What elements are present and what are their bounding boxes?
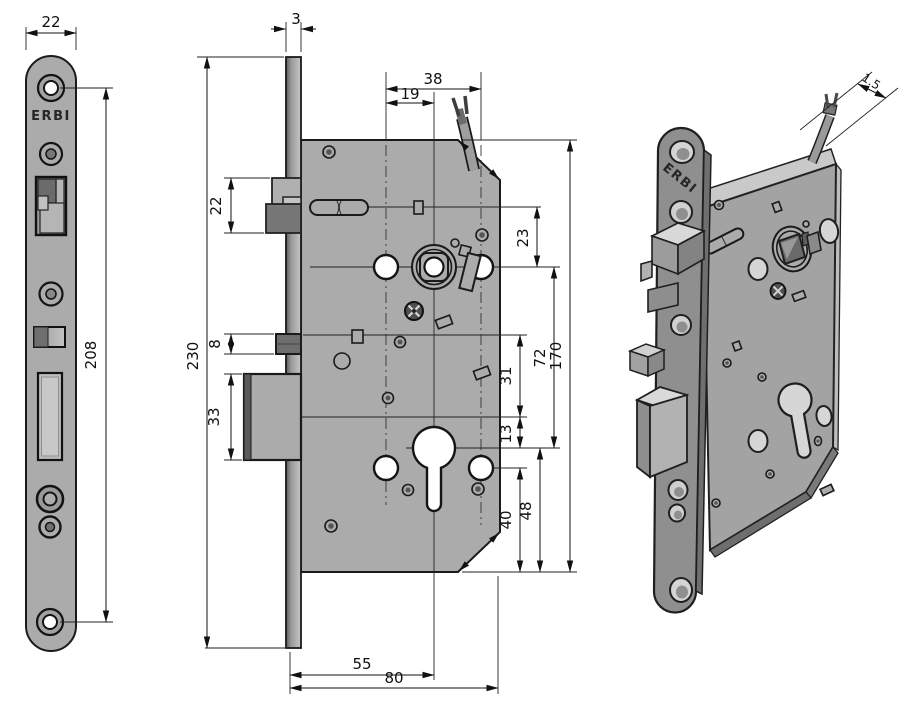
fixing-hole-left: [372, 454, 400, 482]
sensor-hole-upper: [38, 141, 64, 167]
iso-body-details: [703, 199, 840, 508]
dim-label-170: 170: [547, 342, 565, 371]
adjust-slot: [309, 199, 369, 216]
handle-screw-hole-left: [372, 253, 400, 281]
chamfer-arrows: [459, 141, 499, 571]
fixing-hole-iso: [747, 429, 769, 453]
dim-cable-length: 1.5: [799, 71, 899, 147]
rivet: [765, 469, 775, 479]
rivet: [324, 519, 338, 533]
square-hole-top: [413, 200, 424, 215]
rivet: [713, 199, 725, 211]
euro-cylinder-cutout: [411, 425, 457, 513]
latch-bolt-iso: [640, 222, 707, 314]
dim-label-208: 208: [82, 341, 100, 370]
handle-screw-hole-iso: [818, 218, 840, 244]
screw-hole-bottom: [35, 607, 65, 637]
dim-label-55: 55: [352, 655, 371, 673]
dim-latch-height: 22: [207, 177, 270, 234]
deadbolt-iso: [634, 386, 690, 479]
faceplate-iso-holes: [667, 140, 695, 603]
square-hole-mid: [351, 329, 364, 344]
dim-label-19: 19: [400, 85, 419, 103]
spindle-follower: [411, 244, 457, 290]
dim-deadbolt-height: 33: [205, 373, 242, 461]
trigger-opening: [33, 326, 66, 348]
dim-label-3: 3: [291, 10, 301, 28]
front-view: ERBI: [25, 13, 113, 652]
spring-tab: [458, 251, 482, 293]
dim-label-80: 80: [384, 669, 403, 687]
rivet: [722, 358, 732, 368]
clip-bracket: [806, 230, 822, 256]
trigger-bolt-iso: [627, 343, 667, 378]
tab-hole: [819, 483, 835, 497]
dim-label-8: 8: [206, 339, 224, 349]
dim-label-13: 13: [497, 424, 515, 443]
rivet: [475, 228, 489, 242]
dim-label-22: 22: [41, 13, 60, 31]
tab-hole: [472, 365, 492, 381]
dim-label-1-5: 1.5: [859, 71, 883, 93]
pin-hole: [450, 238, 460, 248]
dim-chain-right: 23 72 31 13 40 48 170: [497, 139, 574, 573]
body-bottom-edge: [709, 491, 812, 558]
fixing-hole-right: [467, 454, 495, 482]
faceplate-edge-iso: [695, 148, 712, 596]
dim-label-230: 230: [184, 342, 202, 371]
dim-plate-height: 230: [184, 56, 288, 649]
rivet: [471, 482, 485, 496]
rivet: [757, 372, 767, 382]
tab-hole: [771, 200, 783, 214]
pin-hole: [802, 220, 810, 228]
side-view: 3 230 22 8 33 38 19 2: [184, 10, 577, 694]
rivet: [813, 435, 823, 447]
dim-label-72: 72: [531, 348, 549, 367]
euro-cylinder-iso: [777, 382, 813, 459]
dim-label-22b: 22: [207, 196, 225, 215]
mounting-hole-iso: [747, 257, 769, 281]
spindle-follower-iso: [771, 225, 813, 273]
rivet: [381, 391, 395, 405]
dim-label-33: 33: [205, 407, 223, 426]
cable-iso: [807, 92, 839, 164]
trigger-bolt-side: [275, 333, 302, 355]
phillips-screw-iso: [769, 282, 787, 300]
latch-bolt-side: [265, 177, 302, 234]
rivet: [711, 498, 721, 508]
dim-label-23: 23: [514, 228, 532, 247]
cylinder-screw-hole-1: [35, 484, 65, 514]
brand-label-front: ERBI: [31, 109, 71, 124]
side-hole-iso: [815, 405, 833, 427]
tab-hole: [434, 314, 454, 330]
dim-label-38: 38: [423, 70, 442, 88]
deadbolt-opening: [36, 371, 64, 462]
rivet: [393, 335, 407, 349]
tab-hole: [791, 289, 807, 303]
rivet: [322, 145, 336, 159]
dim-trigger-height: 8: [206, 333, 274, 355]
dim-spindle-span: 38 19: [385, 70, 482, 107]
dim-screw-spacing: 208: [60, 87, 113, 623]
dim-label-40: 40: [497, 510, 515, 529]
phillips-screw: [404, 301, 424, 321]
sensor-hole-lower: [38, 281, 64, 307]
square-hole-iso: [731, 340, 743, 352]
round-hole: [333, 352, 351, 370]
dim-label-48: 48: [517, 501, 535, 520]
dim-bottom: 55 80: [289, 576, 499, 694]
latch-opening: [34, 175, 68, 237]
cable: [451, 95, 480, 172]
body-details: [309, 145, 495, 533]
body-front-face: [701, 162, 838, 552]
dim-label-31: 31: [497, 366, 515, 385]
dim-plate-thickness: 3: [271, 10, 316, 52]
deadbolt-side: [242, 372, 303, 462]
dim-faceplate-width: 22: [25, 13, 77, 50]
cylinder-screw-hole-2: [38, 515, 62, 539]
iso-view: ERBI: [627, 71, 899, 614]
rivet: [401, 483, 415, 497]
